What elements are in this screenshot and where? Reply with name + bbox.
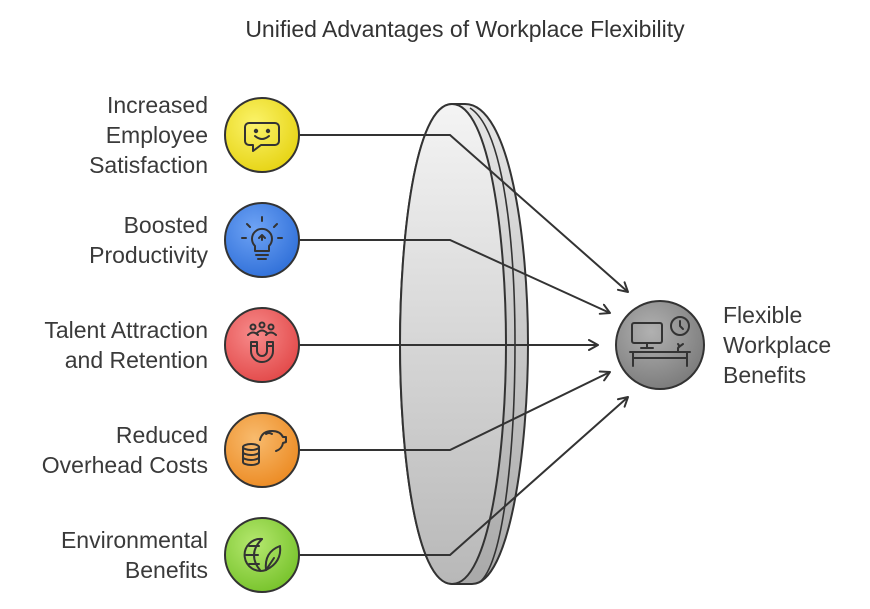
connector-2 [300, 239, 611, 315]
diagram-title: Unified Advantages of Workplace Flexibil… [245, 16, 685, 42]
input-label-4-line-1: Reduced [115, 422, 208, 448]
output-label-line-1: Flexible [723, 302, 803, 328]
input-label-3-line-1: Talent Attraction [44, 317, 208, 343]
input-label-5-line-2: Benefits [124, 557, 208, 583]
input-node-4 [224, 412, 300, 488]
connector-1 [300, 134, 629, 293]
input-node-1 [224, 97, 300, 173]
connector-5 [300, 396, 629, 556]
input-node-2 [224, 202, 300, 278]
magnet-people-icon [247, 321, 277, 363]
output-label: Flexible Workplace Benefits [723, 300, 831, 390]
connectors [300, 134, 629, 556]
output-node [615, 300, 705, 390]
piggy-bank-coins-icon [242, 430, 287, 466]
input-node-3 [224, 307, 300, 383]
globe-leaf-icon [243, 537, 282, 572]
smiley-icon [244, 122, 280, 152]
input-label-3: Talent Attraction and Retention [44, 315, 208, 375]
input-label-1: Increased Employee Satisfaction [89, 90, 208, 180]
input-label-1-line-1: Increased [106, 92, 208, 118]
input-label-2-line-2: Productivity [89, 242, 208, 268]
connector-4 [300, 370, 611, 451]
lightbulb-icon [241, 216, 283, 260]
input-label-3-line-2: and Retention [64, 347, 208, 373]
input-node-5 [224, 517, 300, 593]
input-label-2-line-1: Boosted [123, 212, 208, 238]
output-label-line-3: Benefits [723, 362, 807, 388]
input-label-2: Boosted Productivity [89, 210, 208, 270]
output-label-line-2: Workplace [723, 332, 832, 358]
input-label-5: Environmental Benefits [61, 525, 208, 585]
input-label-4: Reduced Overhead Costs [42, 420, 208, 480]
input-label-1-line-2: Employee [105, 122, 208, 148]
input-label-1-line-3: Satisfaction [89, 152, 208, 178]
input-label-5-line-1: Environmental [60, 527, 208, 553]
input-label-4-line-2: Overhead Costs [41, 452, 208, 478]
desk-clock-icon [629, 316, 691, 367]
